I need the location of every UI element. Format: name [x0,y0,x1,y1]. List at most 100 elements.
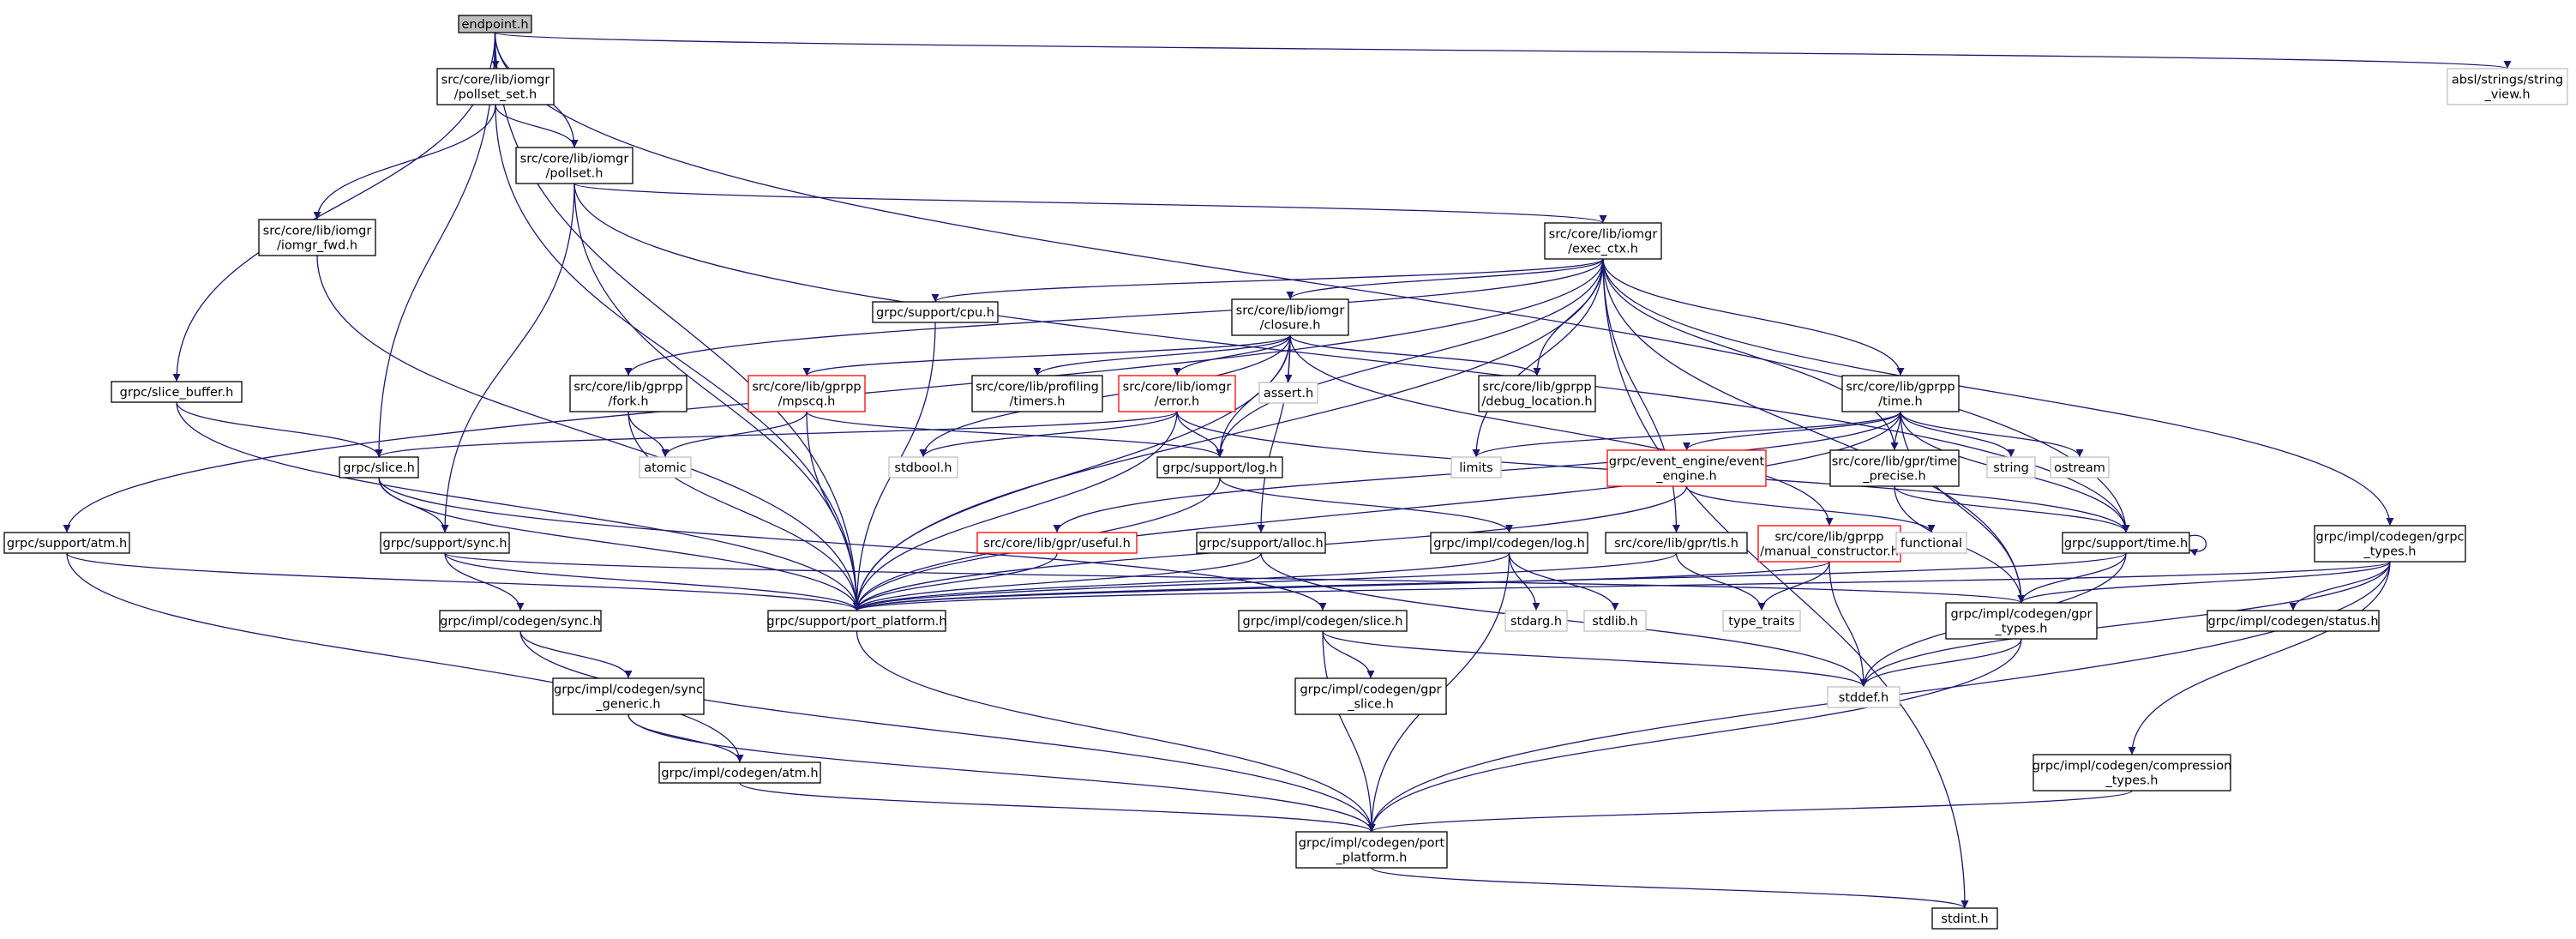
node-label-line: _engine.h [1655,470,1717,484]
node-string[interactable]: string [1986,456,2036,479]
node-support_atm_h[interactable]: grpc/support/atm.h [3,532,130,554]
node-event_engine_h[interactable]: grpc/event_engine/event_engine.h [1606,449,1767,487]
node-type_traits[interactable]: type_traits [1722,610,1801,632]
node-label-line: /pollset_set.h [454,88,537,102]
node-cpu_h[interactable]: grpc/support/cpu.h [872,301,999,323]
node-label-line: _types.h [2363,545,2417,559]
node-timers_h[interactable]: src/core/lib/profiling/timers.h [971,375,1103,412]
node-box [1295,831,1448,869]
node-support_sync_h[interactable]: grpc/support/sync.h [380,532,510,554]
node-codegen_port_platform_h[interactable]: grpc/impl/codegen/port_platform.h [1295,831,1448,869]
node-box [1238,610,1408,632]
node-sync_generic_h[interactable]: grpc/impl/codegen/sync_generic.h [552,677,705,715]
node-codegen_atm_h[interactable]: grpc/impl/codegen/atm.h [658,761,821,784]
node-label-line: _generic.h [595,698,660,712]
node-box [888,456,958,479]
node-box [1722,610,1801,632]
node-manual_constructor_h[interactable]: src/core/lib/gprpp/manual_constructor.h [1757,525,1901,563]
node-codegen_slice_h[interactable]: grpc/impl/codegen/slice.h [1238,610,1408,632]
node-box [1757,525,1901,563]
node-status_h[interactable]: grpc/impl/codegen/status.h [2207,610,2380,632]
node-label-line: stdarg.h [1510,615,1562,629]
node-label-line: /error.h [1155,395,1199,409]
node-limits[interactable]: limits [1450,456,1502,479]
node-time_precise_h[interactable]: src/core/lib/gpr/time_precise.h [1829,449,1960,487]
node-box [1841,375,1960,412]
edge-time_precise_h-to-support_time_h [1894,485,2130,533]
edge-exec_ctx_h-to-closure_h [1286,258,1604,300]
node-mpscq_h[interactable]: src/core/lib/gprpp/mpscq.h [748,375,866,412]
node-label-line: src/core/lib/iomgr [263,225,372,238]
node-compression_types_h[interactable]: grpc/impl/codegen/compression_types.h [2033,754,2232,792]
node-log_h[interactable]: grpc/support/log.h [1156,456,1283,479]
node-slice_h[interactable]: grpc/slice.h [339,456,419,479]
edge-gprpp_time_h-to-ostream [1900,411,2084,458]
node-support_time_h[interactable]: grpc/support/time.h [2062,532,2190,554]
node-box [2062,532,2190,554]
edge-alloc_h-to-port_platform_h [853,552,1262,611]
node-functional[interactable]: functional [1895,532,1967,554]
node-ostream[interactable]: ostream [2050,456,2110,479]
edge-closure_h-to-manual_constructor_h [1289,334,1834,527]
edge-exec_ctx_h-to-limits [1472,258,1604,458]
node-debug_location_h[interactable]: src/core/lib/gprpp/debug_location.h [1478,375,1596,412]
node-pollset_set_h[interactable]: src/core/lib/iomgr/pollset_set.h [436,68,555,105]
node-codegen_sync_h[interactable]: grpc/impl/codegen/sync.h [439,610,602,632]
edge-sync_generic_h-to-codegen_atm_h [627,713,744,763]
node-useful_h[interactable]: src/core/lib/gpr/useful.h [976,532,1138,554]
node-label-line: /pollset.h [546,167,603,181]
node-port_platform_h[interactable]: grpc/support/port_platform.h [766,610,947,632]
node-pollset_h[interactable]: src/core/lib/iomgr/pollset.h [515,147,633,184]
edge-slice_h-to-codegen_slice_h [378,477,1327,611]
node-box [436,68,555,105]
node-box [1504,610,1568,632]
node-box [767,610,946,632]
node-atomic[interactable]: atomic [639,456,692,479]
edge-exec_ctx_h-to-log_h [1216,258,1604,458]
node-fork_h[interactable]: src/core/lib/gprpp/fork.h [569,375,688,412]
node-grpc_types_h[interactable]: grpc/impl/codegen/grpc_types.h [2314,525,2466,563]
node-stdbool_h[interactable]: stdbool.h [888,456,958,479]
node-label-line: grpc/support/time.h [2064,537,2188,551]
node-label-line: grpc/impl/codegen/status.h [2207,615,2378,629]
node-iomgr_fwd_h[interactable]: src/core/lib/iomgr/iomgr_fwd.h [258,219,376,256]
node-alloc_h[interactable]: grpc/support/alloc.h [1196,532,1326,554]
node-codegen_log_h[interactable]: grpc/impl/codegen/log.h [1430,532,1588,554]
edge-slice_buffer_h-to-port_platform_h [176,401,861,611]
node-endpoint_h[interactable]: endpoint.h [458,15,532,33]
node-slice_buffer_h[interactable]: grpc/slice_buffer.h [111,381,243,403]
node-box [339,456,419,479]
node-label-line: grpc/impl/codegen/grpc [2315,531,2464,545]
node-label-line: /debug_location.h [1481,395,1592,409]
node-gpr_slice_h[interactable]: grpc/impl/codegen/gpr_slice.h [1294,677,1447,715]
node-tls_h[interactable]: src/core/lib/gpr/tls.h [1605,532,1748,554]
node-stddef_h[interactable]: stddef.h [1827,686,1900,708]
node-gprpp_time_h[interactable]: src/core/lib/gprpp/time.h [1841,375,1960,412]
node-label-line: src/core/lib/gpr/tls.h [1614,537,1738,551]
node-box [1231,298,1349,336]
node-closure_h[interactable]: src/core/lib/iomgr/closure.h [1231,298,1349,336]
node-box [1583,610,1647,632]
node-box [1945,602,2098,640]
edge-log_h-to-codegen_log_h [1219,477,1513,533]
node-label-line: src/core/lib/gprpp [1774,531,1883,545]
edge-codegen_log_h-to-stdlib_h [1508,552,1619,611]
node-label-line: _types.h [2105,774,2159,788]
edge-endpoint_h-to-support_time_h [494,32,2130,533]
node-gpr_types_h[interactable]: grpc/impl/codegen/gpr_types.h [1945,602,2098,640]
node-box [111,381,243,403]
node-label-line: src/core/lib/gprpp [1482,381,1591,394]
node-box [971,375,1103,412]
node-stdint_h[interactable]: stdint.h [1931,907,1998,930]
node-string_view_h[interactable]: absl/strings/string_view.h [2447,68,2568,105]
node-label-line: grpc/support/alloc.h [1198,537,1323,551]
node-stdarg_h[interactable]: stdarg.h [1504,610,1568,632]
node-stdlib_h[interactable]: stdlib.h [1583,610,1647,632]
edge-codegen_port_platform_h-to-stdint_h [1371,867,1969,909]
node-exec_ctx_h[interactable]: src/core/lib/iomgr/exec_ctx.h [1544,222,1662,260]
node-error_h[interactable]: src/core/lib/iomgr/error.h [1118,375,1236,412]
edge-closure_h-to-stdbool_h [919,334,1291,458]
node-box [639,456,692,479]
edge-closure_h-to-debug_location_h [1289,334,1541,376]
node-assert_h[interactable]: assert.h [1258,382,1318,404]
